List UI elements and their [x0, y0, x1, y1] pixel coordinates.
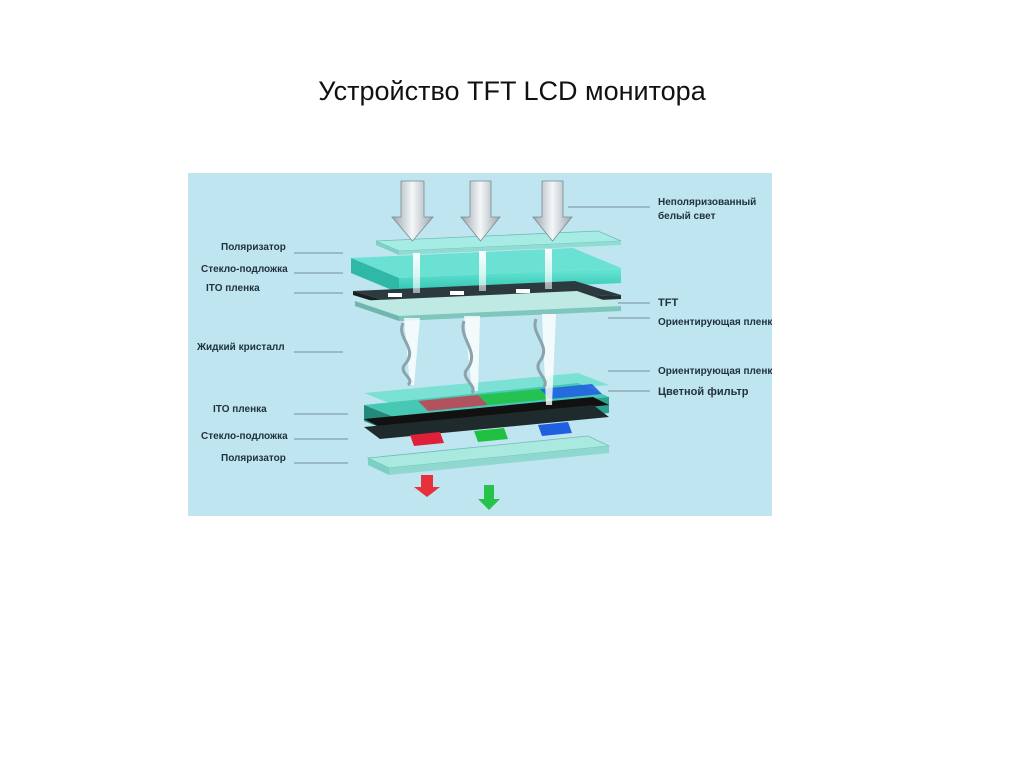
label-liquid-crystal: Жидкий кристалл	[196, 342, 285, 353]
red-subpixel	[418, 395, 488, 411]
label-alignment-film-top: Ориентирующая пленка	[658, 317, 772, 328]
label-unpolarized-light-line1: Неполяризованный	[658, 197, 756, 208]
bottom-polarizer	[366, 435, 611, 475]
tft-cell	[516, 289, 530, 293]
blue-subpixel	[540, 384, 602, 399]
label-polarizer-top: Поляризатор	[221, 242, 286, 253]
incoming-light-arrows	[391, 180, 573, 242]
label-alignment-film-bottom: Ориентирующая пленка	[658, 366, 772, 377]
label-tft: TFT	[658, 297, 678, 309]
bottom-glass-substrate	[364, 405, 609, 446]
down-arrow-icon	[532, 180, 573, 242]
liquid-crystal-twist	[533, 318, 547, 388]
label-ito-film-bottom: ITO пленка	[213, 404, 267, 415]
label-color-filter: Цветной фильтр	[658, 386, 749, 398]
green-output-arrow-icon	[478, 485, 500, 510]
green-subpixel	[478, 389, 550, 405]
label-glass-substrate-bottom: Стекло-подложка	[201, 431, 288, 442]
down-arrow-icon	[391, 180, 434, 242]
tft-cell	[388, 293, 402, 297]
tft-lcd-layer-diagram: Поляризатор Стекло-подложка ITO пленка Ж…	[188, 173, 772, 516]
tft-cell	[450, 291, 464, 295]
light-beams	[400, 249, 556, 405]
label-glass-substrate-top: Стекло-подложка	[201, 264, 288, 275]
top-polarizer	[375, 230, 622, 255]
top-alignment-film	[355, 291, 621, 321]
label-unpolarized-light-line2: белый свет	[658, 210, 716, 222]
liquid-crystal-twist	[461, 320, 475, 394]
down-arrow-icon	[460, 180, 501, 242]
label-ito-film-top: ITO пленка	[206, 283, 260, 294]
liquid-crystal-twist	[400, 322, 412, 387]
left-labels: Поляризатор Стекло-подложка ITO пленка Ж…	[196, 242, 348, 464]
red-output-arrow-icon	[414, 475, 440, 497]
slide-title: Устройство TFT LCD монитора	[318, 76, 706, 106]
right-labels: Неполяризованный белый свет TFT Ориентир…	[568, 197, 772, 398]
label-polarizer-bottom: Поляризатор	[221, 453, 286, 464]
